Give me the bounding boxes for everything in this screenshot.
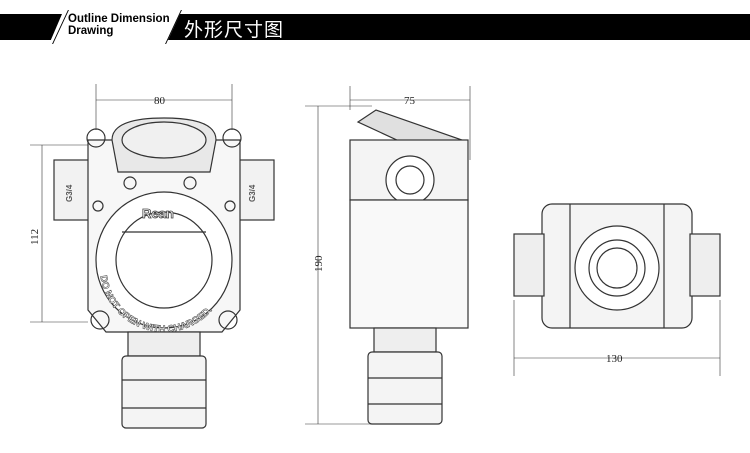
header-title-en: Outline Dimension Drawing [68,13,170,37]
front-view: 80 112 Rean DO NOT OPEN WITH CHARGED. G3… [29,84,275,429]
header-bar-left [0,14,62,40]
top-view: 130 [513,203,721,376]
side-view: 75 190 [305,86,471,425]
side-width-dim: 75 [404,95,416,107]
side-height-dim: 190 [313,255,325,272]
front-width-dim: 80 [154,95,166,107]
thread-right-label: G3/4 [248,184,257,202]
header-bar-right [168,14,750,40]
title-en-line2: Drawing [68,25,114,37]
title-en-line1: Outline Dimension [68,13,170,25]
top-width-dim: 130 [606,353,623,365]
header-title-cn: 外形尺寸图 [184,20,285,41]
thread-left-label: G3/4 [65,184,74,202]
brand-label: Rean [142,206,174,221]
front-height-dim: 112 [29,229,41,245]
